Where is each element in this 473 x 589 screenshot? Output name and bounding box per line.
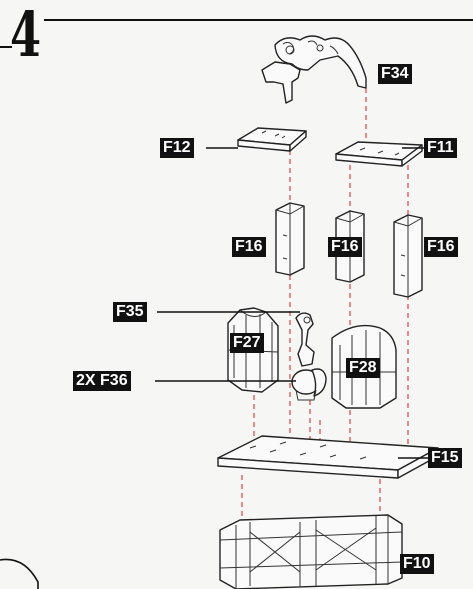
part-f12-plate — [237, 127, 307, 152]
part-f16-right — [393, 214, 423, 298]
label-f10: F10 — [400, 554, 434, 574]
part-f36-lamps — [291, 368, 327, 401]
part-f34-bracket — [261, 35, 367, 104]
part-f16-left — [275, 202, 305, 276]
step-number: 4 — [10, 0, 41, 71]
label-f11: F11 — [424, 138, 457, 158]
label-f15: F15 — [428, 448, 462, 468]
part-f10-fence — [219, 514, 403, 589]
label-f28: F28 — [346, 358, 380, 378]
part-f15-base — [217, 435, 439, 479]
label-f35: F35 — [113, 302, 147, 322]
label-f12: F12 — [160, 138, 194, 158]
label-leaders — [155, 147, 428, 459]
label-f16-middle: F16 — [328, 237, 362, 257]
label-f36: 2X F36 — [73, 371, 131, 391]
label-f16-left: F16 — [232, 237, 266, 257]
part-f11-plate — [335, 141, 423, 167]
corner-ring — [0, 558, 39, 589]
label-f27: F27 — [230, 333, 264, 353]
label-f34: F34 — [378, 64, 412, 84]
part-f35-arm — [295, 312, 315, 367]
label-f16-right: F16 — [424, 237, 458, 257]
